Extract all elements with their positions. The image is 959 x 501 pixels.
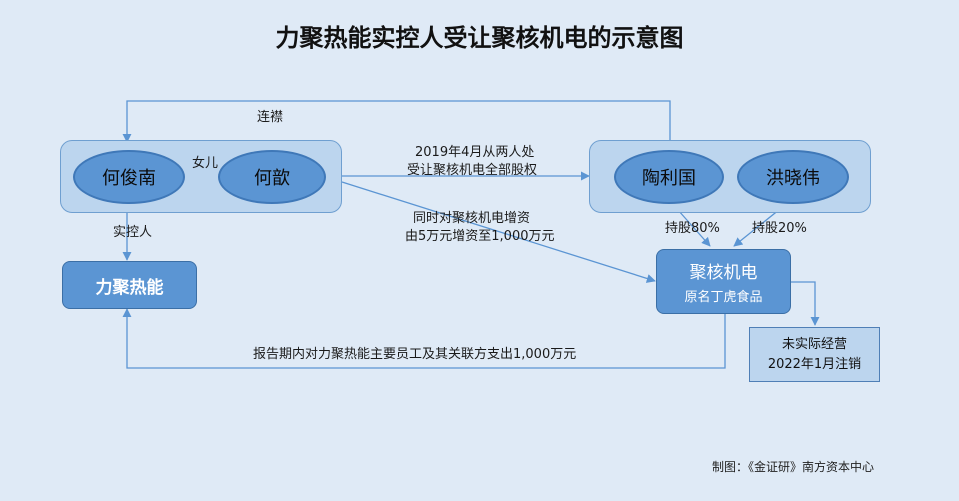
label-increase-line-2: 由5万元增资至1,000万元 xyxy=(405,229,555,244)
label-payment: 报告期内对力聚热能主要员工及其关联方支出1,000万元 xyxy=(253,347,577,362)
node-hong-xiaowei: 洪晓伟 xyxy=(737,150,849,204)
node-juhe: 聚核机电 原名丁虎食品 xyxy=(656,249,791,314)
node-juhe-former-name: 原名丁虎食品 xyxy=(684,290,763,305)
increase-arrow xyxy=(341,181,656,283)
node-he-xin: 何歆 xyxy=(218,150,326,204)
label-controller: 实控人 xyxy=(113,225,153,240)
payment-connector xyxy=(122,308,726,369)
label-transfer-line-1: 2019年4月从两人处 xyxy=(415,145,535,160)
lianjin-connector xyxy=(122,100,671,143)
node-juhe-name: 聚核机电 xyxy=(689,263,758,283)
node-he-junnan: 何俊南 xyxy=(73,150,185,204)
status-note: 未实际经营 2022年1月注销 xyxy=(749,327,880,382)
label-increase-line-1: 同时对聚核机电增资 xyxy=(413,211,531,226)
status-line-1: 未实际经营 xyxy=(781,336,847,352)
label-share-hong: 持股20% xyxy=(752,221,807,236)
status-line-2: 2022年1月注销 xyxy=(767,356,862,372)
label-daughter: 女儿 xyxy=(192,156,219,171)
footer-credit: 制图：《金证研》南方资本中心 xyxy=(711,460,874,474)
node-liju-label: 力聚热能 xyxy=(95,277,164,298)
diagram-title: 力聚热能实控人受让聚核机电的示意图 xyxy=(275,24,684,52)
label-lianjin: 连襟 xyxy=(257,110,284,125)
label-transfer-line-2: 受让聚核机电全部股权 xyxy=(407,163,538,178)
status-connector xyxy=(790,281,820,326)
node-liju: 力聚热能 xyxy=(62,261,197,309)
node-tao-liguo: 陶利国 xyxy=(614,150,724,204)
label-share-tao: 持股80% xyxy=(665,221,720,236)
